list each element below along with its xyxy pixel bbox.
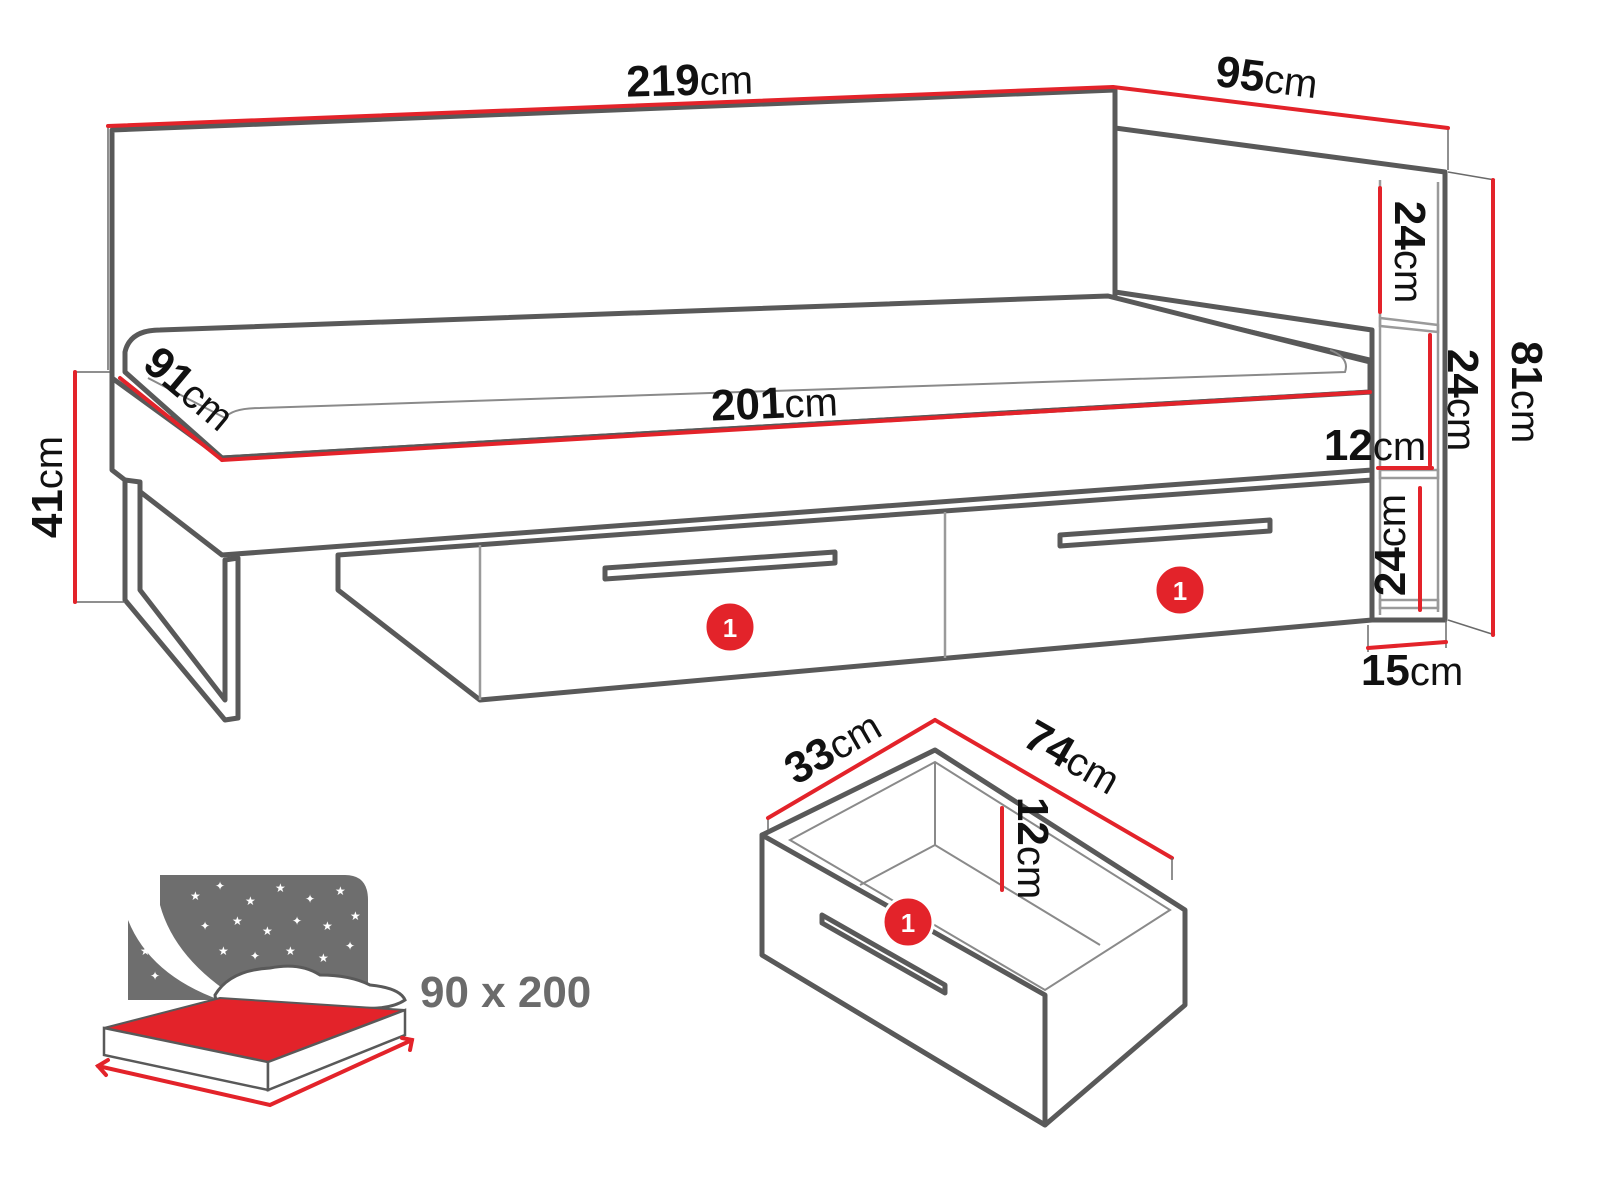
svg-text:★: ★ <box>350 909 361 923</box>
label-shelf-middle: 24cm <box>1438 349 1487 451</box>
label-drawer-height: 12cm <box>1008 797 1057 899</box>
svg-text:✦: ✦ <box>305 892 315 906</box>
svg-text:★: ★ <box>232 914 243 928</box>
drawer-badge-left: 1 <box>703 600 757 654</box>
mattress-end <box>266 1008 407 1092</box>
badge-number: 1 <box>1173 576 1187 606</box>
mattress-size-icon: ★✦ ★★ ✦★ ✦★ ★✦ ★★ ★✦ ★★ ✦★ ✦★ <box>94 875 415 1108</box>
mattress-length-arrow <box>96 1038 414 1108</box>
drawer-detail <box>759 747 1188 1128</box>
svg-text:✦: ✦ <box>250 949 260 963</box>
svg-text:★: ★ <box>218 944 229 958</box>
label-total-length: 219cm <box>626 54 754 106</box>
mattress-size-label: 90 x 200 <box>420 968 591 1017</box>
label-drawer-length: 74cm <box>1016 711 1129 805</box>
bed-legs <box>122 477 241 723</box>
svg-text:✦: ✦ <box>150 969 160 983</box>
svg-text:★: ★ <box>318 951 329 965</box>
svg-text:★: ★ <box>245 894 256 908</box>
svg-text:★: ★ <box>140 944 151 958</box>
night-sky-panel-small <box>128 920 220 1000</box>
label-shelf-board: 12cm <box>1324 421 1426 470</box>
svg-text:★: ★ <box>275 881 286 895</box>
drawer-dimension-lines <box>766 718 1174 892</box>
drawer-handle-left <box>602 549 838 582</box>
drawer-handle-right <box>1057 517 1273 549</box>
drawer-detail-handle <box>819 912 948 996</box>
bed-dimension-lines <box>73 85 1496 652</box>
svg-text:✦: ✦ <box>215 879 225 893</box>
label-headboard-height: 81cm <box>1502 341 1551 443</box>
svg-text:★: ★ <box>170 954 181 968</box>
svg-text:★: ★ <box>335 884 346 898</box>
label-mattress-length: 201cm <box>710 376 839 430</box>
svg-text:★: ★ <box>322 919 333 933</box>
label-shelf-top: 24cm <box>1385 201 1434 303</box>
label-shelf-bottom: 24cm <box>1366 494 1415 596</box>
svg-text:✦: ✦ <box>292 914 302 928</box>
label-shelf-width: 15cm <box>1361 646 1463 695</box>
badge-number: 1 <box>901 908 915 938</box>
drawer-front-panel <box>759 832 1048 1128</box>
night-sky-panel <box>160 875 368 1000</box>
svg-text:★: ★ <box>190 889 201 903</box>
stars: ★✦ ★★ ✦★ ✦★ ★✦ ★★ ★✦ ★★ ✦★ ✦★ <box>140 879 361 983</box>
bed-drawing <box>109 87 1448 723</box>
drawer-badge-right: 1 <box>1153 563 1207 617</box>
svg-text:✦: ✦ <box>345 939 355 953</box>
bed-dimension-labels: 219cm 95cm 91cm 201cm 41cm 81cm 24cm 24c… <box>23 47 1551 695</box>
label-bed-height: 41cm <box>23 436 72 538</box>
svg-text:✦: ✦ <box>200 919 210 933</box>
svg-text:★: ★ <box>262 924 273 938</box>
drawer-detail-badge: 1 <box>881 895 935 949</box>
label-total-depth: 95cm <box>1213 47 1320 108</box>
badge-number: 1 <box>723 613 737 643</box>
svg-text:★: ★ <box>285 944 296 958</box>
